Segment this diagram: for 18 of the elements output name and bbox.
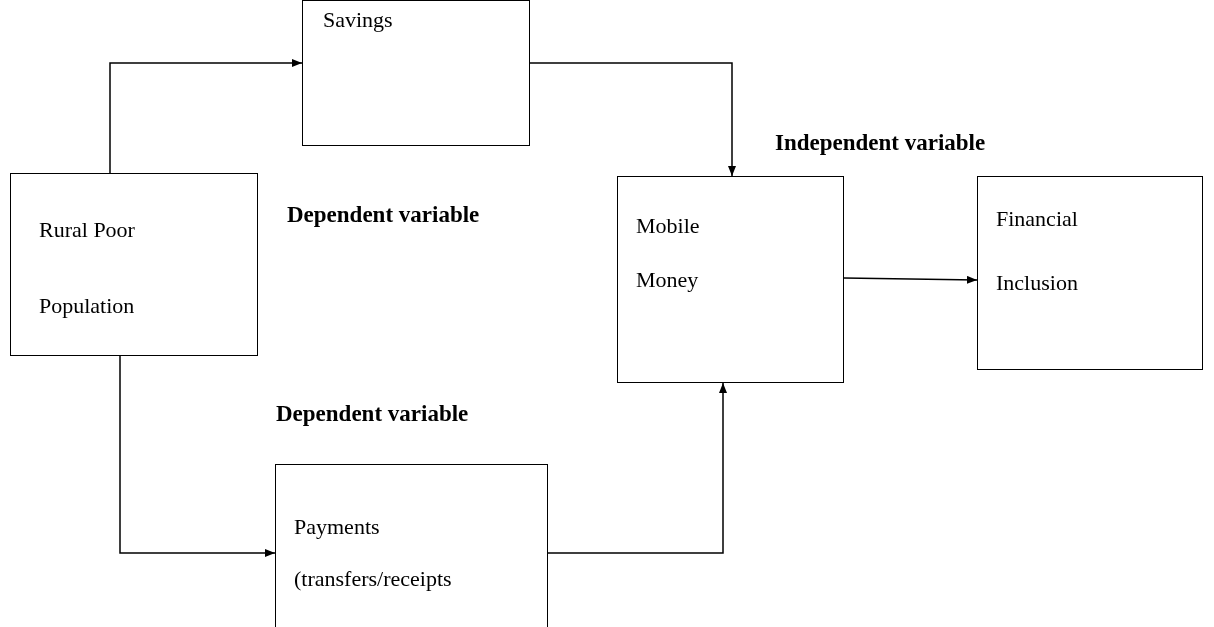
process-box	[617, 176, 844, 383]
arrow	[529, 62, 736, 177]
arrow	[109, 59, 303, 174]
process-box	[977, 176, 1203, 370]
arrow	[843, 275, 978, 284]
variable-label: Dependent variable	[287, 202, 480, 228]
node-text: Mobile Money	[636, 212, 701, 294]
node-text: Payments (transfers/receipts	[294, 513, 453, 593]
node-text: Savings	[323, 6, 394, 34]
variable-label: Independent variable	[775, 130, 986, 156]
node-text: Rural Poor Population	[39, 216, 136, 320]
arrow	[119, 355, 276, 557]
process-box	[275, 464, 548, 627]
node-text: Financial Inclusion	[996, 205, 1079, 297]
arrow	[547, 382, 727, 554]
variable-label: Dependent variable	[276, 401, 469, 427]
process-box	[10, 173, 258, 356]
process-box	[302, 0, 530, 146]
